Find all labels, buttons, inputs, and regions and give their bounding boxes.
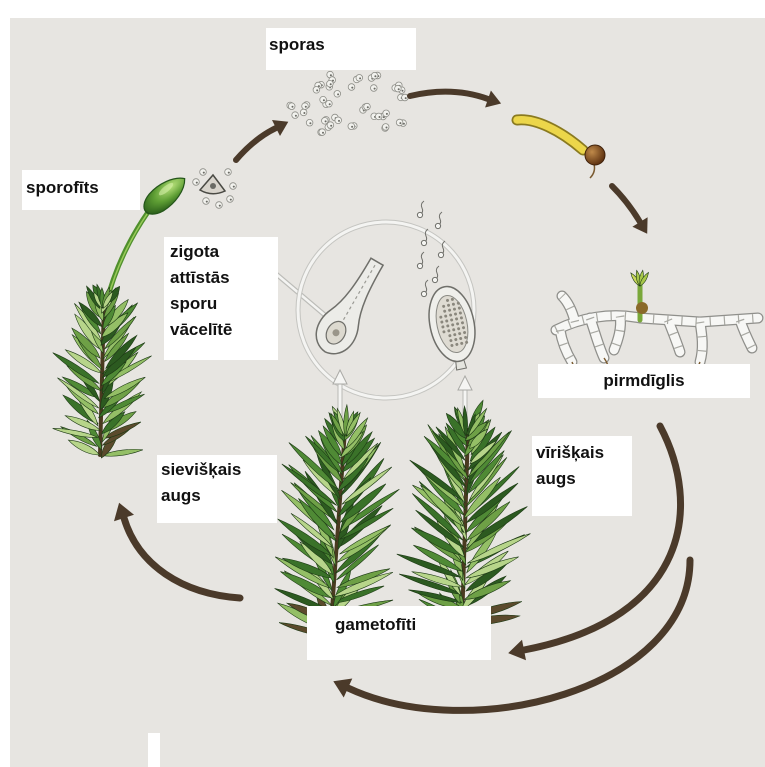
spore-speck (399, 122, 401, 124)
spore-speck (337, 93, 339, 95)
spore-speck (329, 103, 331, 105)
label-gametophytes-text: gametofīti (335, 612, 491, 638)
sperm-cell (421, 240, 426, 245)
spore-speck (338, 120, 340, 122)
label-spores: sporas (266, 28, 416, 70)
spore-speck (292, 106, 294, 108)
spore-speck (367, 106, 369, 108)
sperm-cell (417, 212, 422, 217)
spore-speck (316, 89, 318, 91)
spore-speck (398, 88, 400, 90)
label-female-line: sievišķais (161, 457, 277, 483)
spore-speck (402, 90, 404, 92)
spore-speck (386, 127, 388, 129)
spore (334, 91, 341, 98)
label-sporophyte-text: sporofīts (26, 175, 140, 201)
capsule-fragment-center (210, 183, 216, 189)
spore-speck (351, 126, 353, 128)
spore-speck (330, 83, 332, 85)
label-female-line: augs (161, 483, 277, 509)
label-zygote-line: vācelītē (170, 317, 278, 343)
spore (230, 183, 237, 190)
spore-speck (379, 116, 381, 118)
label-male-plant: vīrišķais augs (532, 436, 632, 516)
spore-speck (309, 122, 311, 124)
label-spores-text: sporas (269, 32, 416, 58)
spore (200, 169, 207, 176)
spore-speck (233, 186, 235, 188)
spore-speck (386, 113, 388, 115)
spore-speck (305, 106, 307, 108)
spore (348, 123, 355, 130)
spore-speck (230, 199, 232, 201)
label-male-line: augs (536, 466, 632, 492)
spore-speck (359, 77, 361, 79)
spore-speck (196, 182, 198, 184)
spore-speck (206, 201, 208, 203)
spore-speck (330, 74, 332, 76)
spore (193, 179, 200, 186)
spore-speck (219, 205, 221, 207)
spore (225, 169, 232, 176)
label-protonema-text: pirmdīglis (538, 368, 750, 394)
label-male-line: vīrišķais (536, 440, 632, 466)
spore (203, 198, 210, 205)
sperm-cell (417, 263, 422, 268)
spore-coat (585, 145, 605, 165)
spore (216, 202, 223, 209)
spore-speck (228, 172, 230, 174)
spore (227, 196, 234, 203)
sperm-cell (432, 277, 437, 282)
sperm-cell (435, 223, 440, 228)
sperm-cell (438, 252, 443, 257)
spore-speck (322, 132, 324, 134)
spore (371, 85, 378, 92)
blank-label-box (148, 733, 160, 767)
label-zygote-line: zigota (170, 239, 278, 265)
spore-speck (374, 88, 376, 90)
spore-speck (203, 172, 205, 174)
spore-speck (303, 112, 305, 114)
label-sporophyte: sporofīts (22, 170, 140, 210)
label-gametophytes: gametofīti (307, 606, 491, 660)
spore-speck (323, 99, 325, 101)
protonema-filament (700, 322, 702, 362)
spore-speck (405, 97, 407, 99)
label-zygote-line: attīstās (170, 265, 278, 291)
bud-base (636, 302, 648, 314)
sperm-cell (421, 291, 426, 296)
label-zygote-note: zigota attīstās sporu vācelītē (164, 237, 278, 360)
spore (322, 118, 329, 125)
label-female-plant: sievišķais augs (157, 455, 277, 523)
spore-speck (325, 120, 327, 122)
spore-speck (351, 87, 353, 89)
spore-speck (295, 115, 297, 117)
label-protonema: pirmdīglis (538, 364, 750, 398)
spore (356, 75, 363, 82)
spore-speck (330, 125, 332, 127)
spore-speck (374, 75, 376, 77)
label-zygote-line: sporu (170, 291, 278, 317)
